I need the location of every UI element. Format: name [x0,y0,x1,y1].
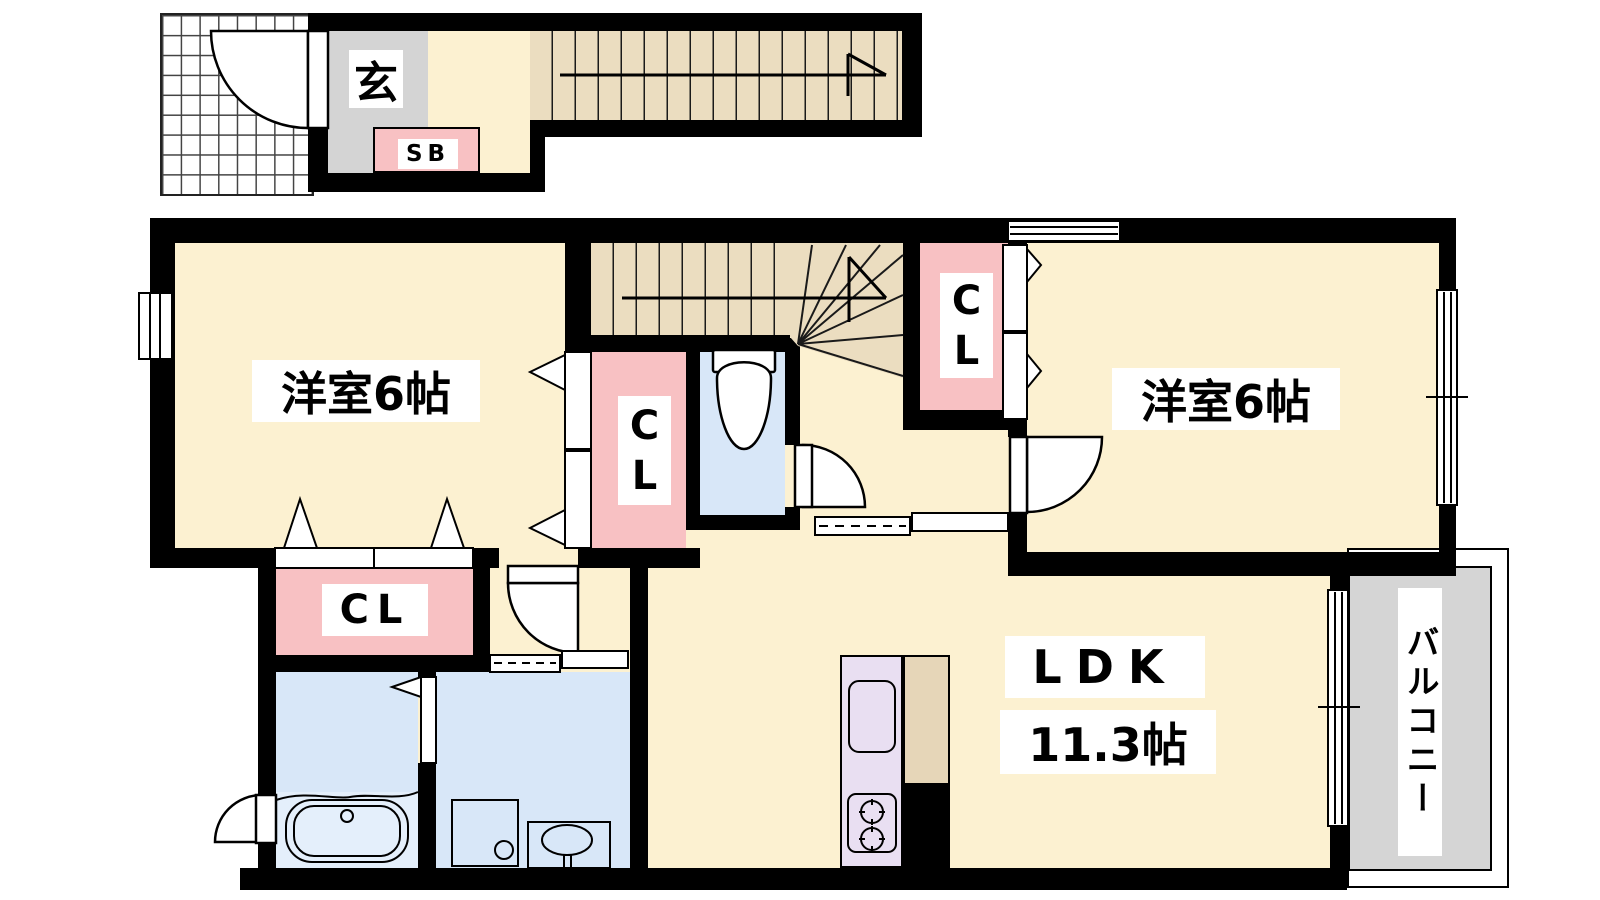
ldk-size-label: 11.3帖 [1000,710,1216,774]
wall-1f-door-post [308,128,328,192]
wall-bath-left-b [258,842,276,888]
entrance-label: 玄 [349,50,403,109]
wall-1f-right [902,13,922,137]
wall-toilet-bottom [686,515,800,530]
closet-mid-label: CL [618,396,671,505]
stairs-1f [530,31,902,120]
kitchen-side-counter [903,655,950,785]
wall-left [150,218,175,568]
wall-leftroom-bottom-e [578,548,700,568]
wall-clright-bottom [903,410,1027,430]
kitchen-side-wall [903,785,950,868]
room-right-label: 洋室6帖 [1112,368,1340,430]
balcony-label: バルコニー [1398,588,1442,856]
outside-cutout [150,566,258,900]
wall-clbottom-right [473,548,490,655]
wall-rightroom-left-b [1008,513,1027,552]
wall-rightroom-left-a [1008,243,1027,437]
wall-1f-top [308,13,922,31]
wall-stairs-bottom [565,335,790,352]
wall-washroom-right [630,568,648,868]
wall-toilet-right-a [785,338,800,445]
wall-1f-stair-bottom [528,120,922,137]
wall-bath-wash-a [418,655,436,677]
closet-right-label: CL [940,273,993,378]
room-left-label: 洋室6帖 [252,360,480,422]
wall-bottom [240,868,1347,890]
bathtub-zone [276,792,418,868]
toilet-floor [700,352,785,515]
wall-bath-wash-b [418,763,436,868]
wall-ldk-right-a [1330,576,1347,590]
entrance-porch-tile [160,13,314,196]
ldk-label: LDK [1005,636,1205,698]
wall-top [150,218,1456,243]
kitchen-counter [840,655,903,868]
wall-bath-left-a [258,563,276,795]
washroom-floor [436,672,630,868]
wall-1f-entry-bottom [308,173,545,192]
stairs-2f [591,243,790,338]
wall-right-b [1439,505,1456,576]
wall-stairs-right [903,243,920,430]
wall-right-a [1439,243,1456,290]
wall-clmid-toilet [686,338,700,530]
closet-bottom-label: CL [322,584,428,636]
wall-rightroom-bottom [1008,552,1456,576]
wall-washroom-top [258,655,490,672]
wall-leftroom-bottom-w [150,548,275,568]
shoe-box-label: SB [398,139,458,169]
wall-stairs-left [565,243,591,352]
